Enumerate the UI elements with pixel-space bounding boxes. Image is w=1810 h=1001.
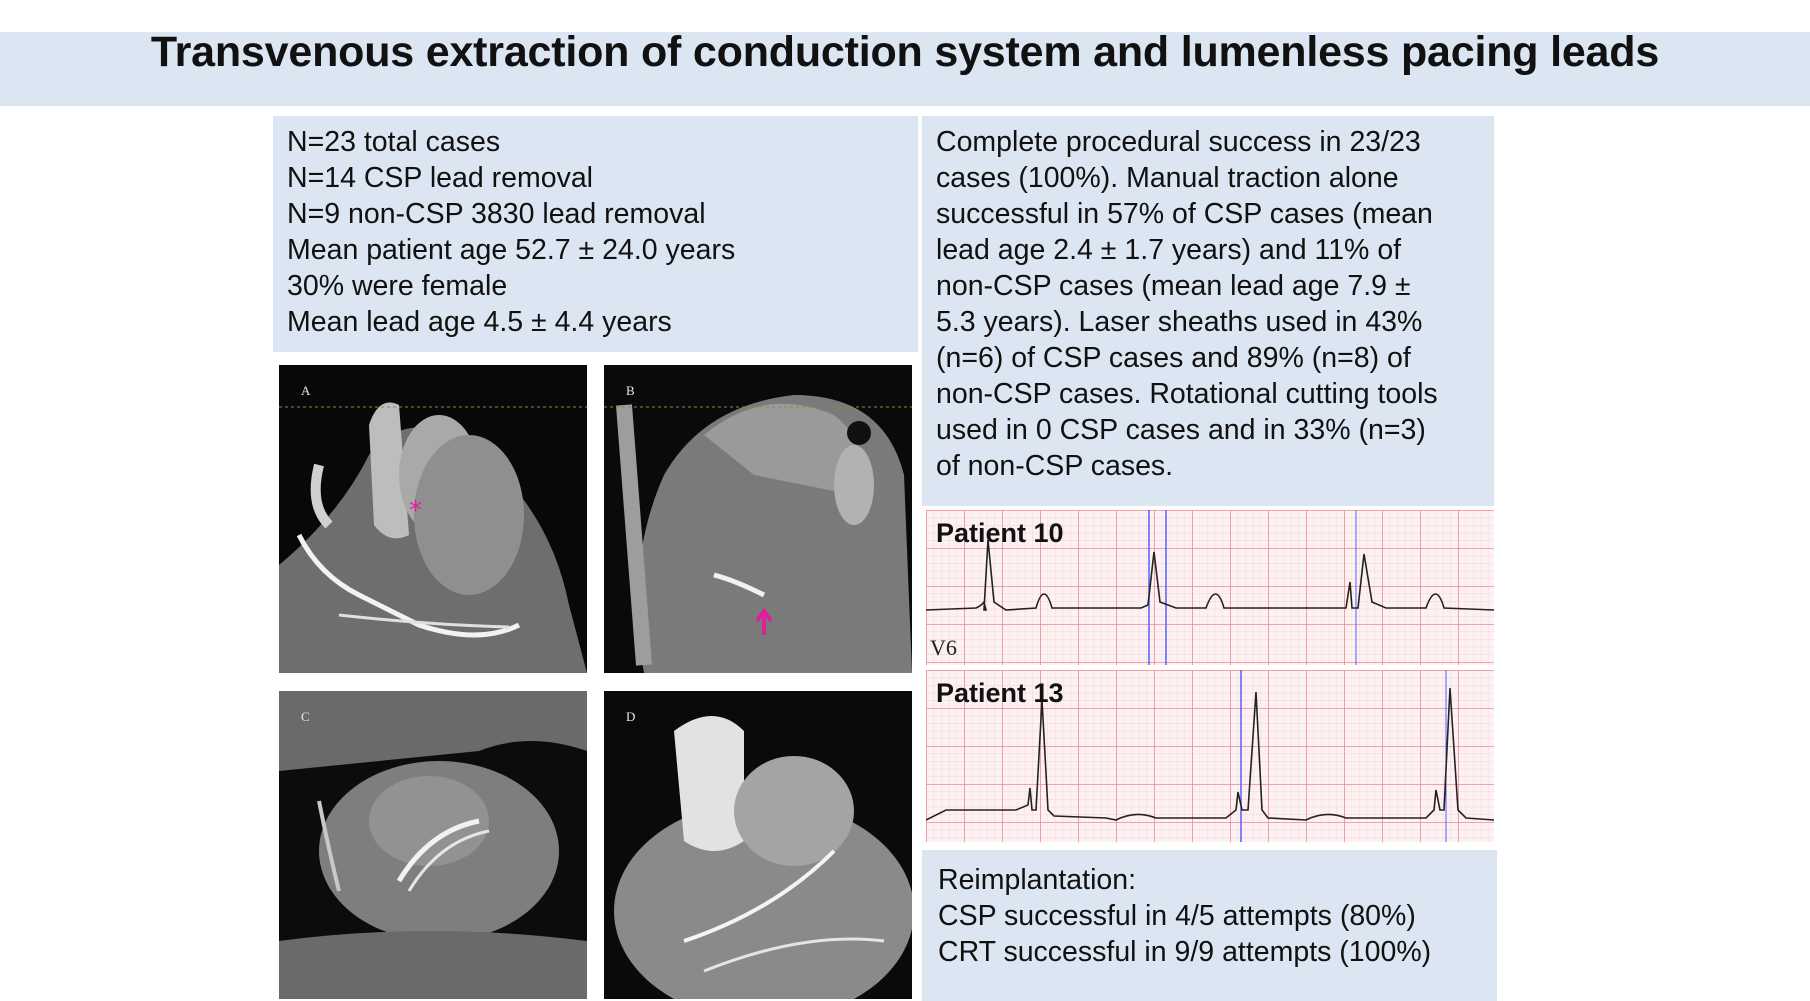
- reimplantation-box: Reimplantation: CSP successful in 4/5 at…: [922, 850, 1497, 1001]
- svg-text:*: *: [409, 496, 422, 526]
- results-box: Complete procedural success in 23/23 cas…: [922, 116, 1494, 506]
- ecg-patient-label: Patient 10: [936, 518, 1064, 548]
- ct-image-b: B: [604, 365, 912, 673]
- ecg-patient-label: Patient 13: [936, 678, 1064, 708]
- results-line: non-CSP cases. Rotational cutting tools: [936, 378, 1438, 410]
- ecg-strip-patient-13: Patient 13: [926, 670, 1494, 842]
- title-band: [0, 32, 1810, 106]
- reimplantation-line: CRT successful in 9/9 attempts (100%): [938, 936, 1432, 968]
- panel-letter: A: [301, 383, 311, 398]
- reimplantation-heading: Reimplantation:: [938, 864, 1137, 896]
- results-line: non-CSP cases (mean lead age 7.9 ±: [936, 270, 1411, 302]
- stats-line: N=23 total cases: [287, 126, 501, 158]
- stats-line: 30% were female: [287, 270, 508, 302]
- results-line: Complete procedural success in 23/23: [936, 126, 1421, 158]
- stats-line: Mean lead age 4.5 ± 4.4 years: [287, 306, 672, 338]
- reimplantation-line: CSP successful in 4/5 attempts (80%): [938, 900, 1416, 932]
- results-line: cases (100%). Manual traction alone: [936, 162, 1399, 194]
- ecg-grid: [926, 670, 1494, 842]
- stats-line: N=14 CSP lead removal: [287, 162, 594, 194]
- stats-line: Mean patient age 52.7 ± 24.0 years: [287, 234, 736, 266]
- results-line: used in 0 CSP cases and in 33% (n=3): [936, 414, 1426, 446]
- ecg-lead-label: V6: [930, 635, 957, 660]
- stats-line: N=9 non-CSP 3830 lead removal: [287, 198, 706, 230]
- results-line: successful in 57% of CSP cases (mean: [936, 198, 1433, 230]
- ecg-strip-patient-10: Patient 10 V6: [926, 510, 1494, 665]
- results-line: of non-CSP cases.: [936, 450, 1174, 482]
- cohort-stats-box: N=23 total cases N=14 CSP lead removal N…: [273, 116, 918, 352]
- results-line: 5.3 years). Laser sheaths used in 43%: [936, 306, 1423, 338]
- page-title: Transvenous extraction of conduction sys…: [150, 28, 1660, 76]
- panel-letter: D: [626, 709, 636, 724]
- ct-image-d: D: [604, 691, 912, 999]
- ecg-grid: [926, 510, 1494, 665]
- results-line: lead age 2.4 ± 1.7 years) and 11% of: [936, 234, 1402, 266]
- panel-letter: C: [301, 709, 310, 724]
- panel-letter: B: [626, 383, 635, 398]
- ct-image-c: C: [279, 691, 587, 999]
- results-line: (n=6) of CSP cases and 89% (n=8) of: [936, 342, 1411, 374]
- ct-image-a: * A: [279, 365, 587, 673]
